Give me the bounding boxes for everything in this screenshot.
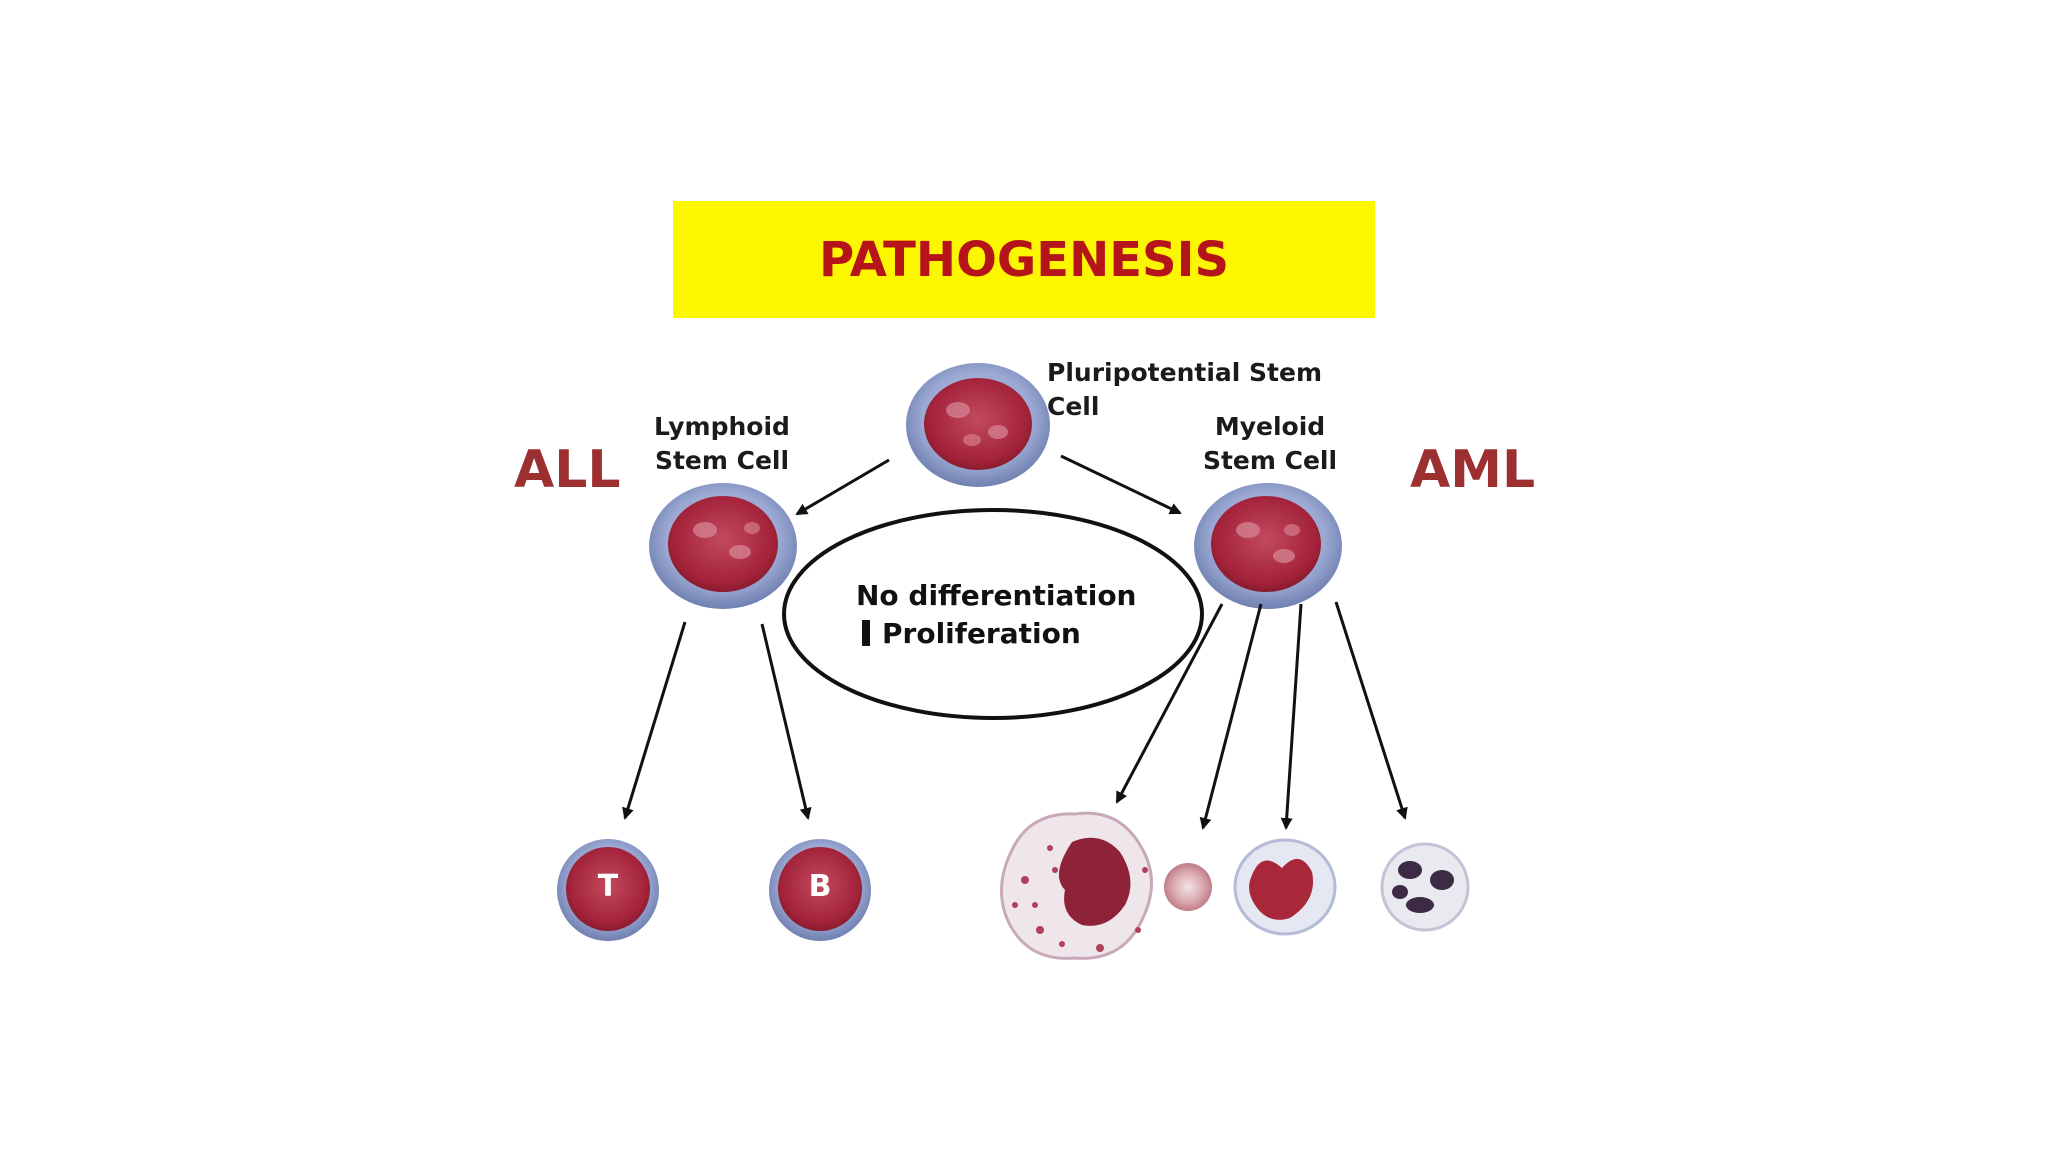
central-ellipse: [782, 508, 1204, 720]
arrow-to-neutrophil: [1334, 601, 1408, 820]
pluripotential-stem-cell-label: Pluripotential Stem Cell: [1047, 358, 1322, 421]
myeloid-label-line-2: Stem Cell: [1202, 446, 1338, 475]
lymphoid-stem-cell: [649, 483, 797, 609]
arrow-to-myeloid: [1060, 454, 1182, 515]
myeloid-stem-cell-label: Myeloid Stem Cell: [1170, 410, 1370, 478]
all-label: ALL: [514, 440, 621, 500]
t-cell: [557, 839, 659, 941]
t-cell-letter: T: [597, 869, 619, 904]
lymphoid-stem-cell-label: Lymphoid Stem Cell: [622, 410, 822, 478]
arrow-to-monocyte: [1280, 603, 1303, 830]
myeloid-label-line-1: Myeloid: [1214, 412, 1326, 441]
b-cell-letter: B: [808, 869, 832, 904]
title-banner: PATHOGENESIS: [673, 201, 1375, 318]
aml-label: AML: [1410, 440, 1536, 500]
proliferation-text: Proliferation: [882, 617, 1081, 650]
pluripotential-stem-cell: [906, 363, 1050, 487]
arrow-to-b-cell: [760, 623, 812, 820]
arrows: [622, 454, 1408, 830]
page-title: PATHOGENESIS: [818, 231, 1230, 288]
erythrocyte: [1164, 863, 1212, 911]
megakaryocyte-cell: [1000, 811, 1153, 960]
lymphoid-label-line-1: Lymphoid: [654, 412, 790, 441]
arrow-to-lymphoid: [795, 458, 890, 516]
arrow-to-erythrocyte: [1199, 603, 1263, 830]
increase-arrow-icon: [862, 620, 870, 646]
ellipse-text: No differentiation Proliferation: [856, 577, 1176, 653]
b-cell: [769, 839, 871, 941]
proliferation-line: Proliferation: [856, 615, 1176, 653]
myeloid-stem-cell: [1194, 483, 1342, 609]
arrow-to-t-cell: [622, 621, 687, 820]
lymphoid-label-line-2: Stem Cell: [654, 446, 790, 475]
arrow-to-megakaryocyte: [1115, 603, 1224, 804]
neutrophil: [1380, 842, 1470, 932]
no-differentiation-text: No differentiation: [856, 579, 1137, 612]
monocyte: [1233, 838, 1337, 936]
